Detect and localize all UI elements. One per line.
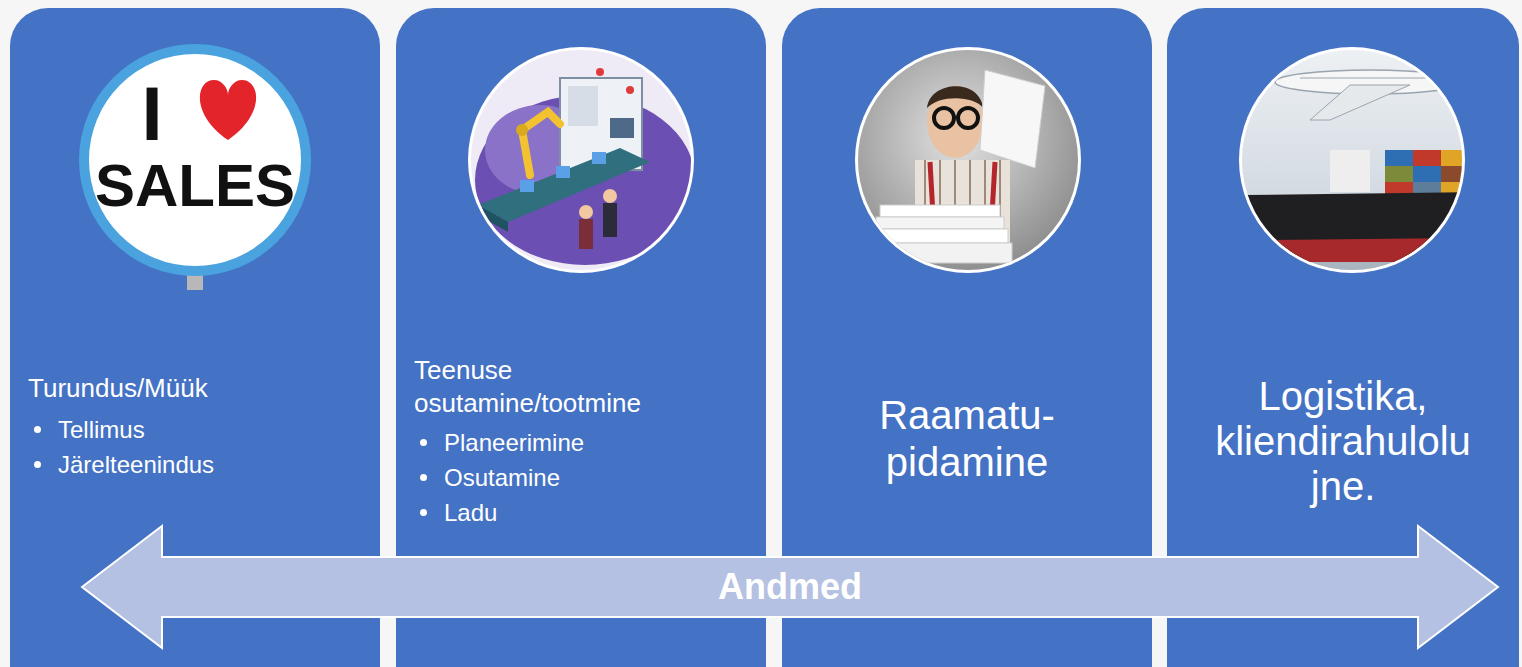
illustration-part <box>556 166 570 178</box>
illustration-part <box>1330 150 1370 192</box>
arrow-shape <box>82 526 1498 648</box>
illustration-part <box>1413 150 1441 166</box>
illustration-part <box>468 47 694 273</box>
bullet-item: Järelteenindus <box>58 447 214 482</box>
bullet-item: Planeerimine <box>444 425 584 460</box>
bullet-dot <box>420 474 427 481</box>
bullet-dot <box>34 426 41 433</box>
bullet-item: Ladu <box>444 495 497 530</box>
illustration-part <box>934 108 954 128</box>
bullet-item: Tellimus <box>58 412 145 447</box>
bullet-dot <box>34 461 41 468</box>
bullet-dot <box>420 509 427 516</box>
bullet-dot <box>420 439 427 446</box>
illustration-part <box>927 86 983 108</box>
illustration-part <box>980 70 1045 168</box>
illustration-part <box>1413 166 1441 182</box>
illustration-part <box>200 80 256 140</box>
illustration-part <box>596 68 604 76</box>
illustration-part <box>1310 85 1410 120</box>
arrow-label: Andmed <box>718 565 862 608</box>
panel-title: Logistika, kliendirahulolu jne. <box>1178 374 1508 509</box>
illustration-part <box>1300 78 1440 79</box>
illustration-part <box>880 205 1000 217</box>
illustration-part <box>876 217 1004 229</box>
illustration-part <box>603 189 617 203</box>
illustration-part <box>568 86 598 126</box>
illustration-part <box>872 229 1008 243</box>
illustration-part <box>626 86 634 94</box>
sign-text: I <box>141 76 162 152</box>
illustration-part <box>603 203 617 237</box>
data-double-arrow: Andmed <box>80 524 1500 650</box>
illustration-part <box>958 108 978 128</box>
panel-heading: Teenuse osutamine/tootmine <box>414 354 674 420</box>
illustration-part <box>610 118 634 138</box>
illustration-part <box>1300 78 1440 79</box>
illustration-part <box>592 152 606 164</box>
illustration-part <box>522 112 560 175</box>
illustration-part <box>927 86 983 158</box>
panel-title: Raamatu- pidamine <box>817 392 1117 486</box>
illustration-part <box>520 180 534 192</box>
illustration-part <box>516 124 528 136</box>
illustration-part <box>579 219 593 249</box>
panel-heading: Turundus/Müük <box>28 372 328 405</box>
illustration-part <box>1385 150 1413 166</box>
sign-text: SALES <box>95 156 295 216</box>
bullet-item: Osutamine <box>444 460 560 495</box>
illustration-part <box>478 148 650 222</box>
illustration-part <box>89 54 301 266</box>
illustration-part <box>79 44 311 276</box>
illustration-part <box>579 205 593 219</box>
illustration-part <box>1385 166 1413 182</box>
